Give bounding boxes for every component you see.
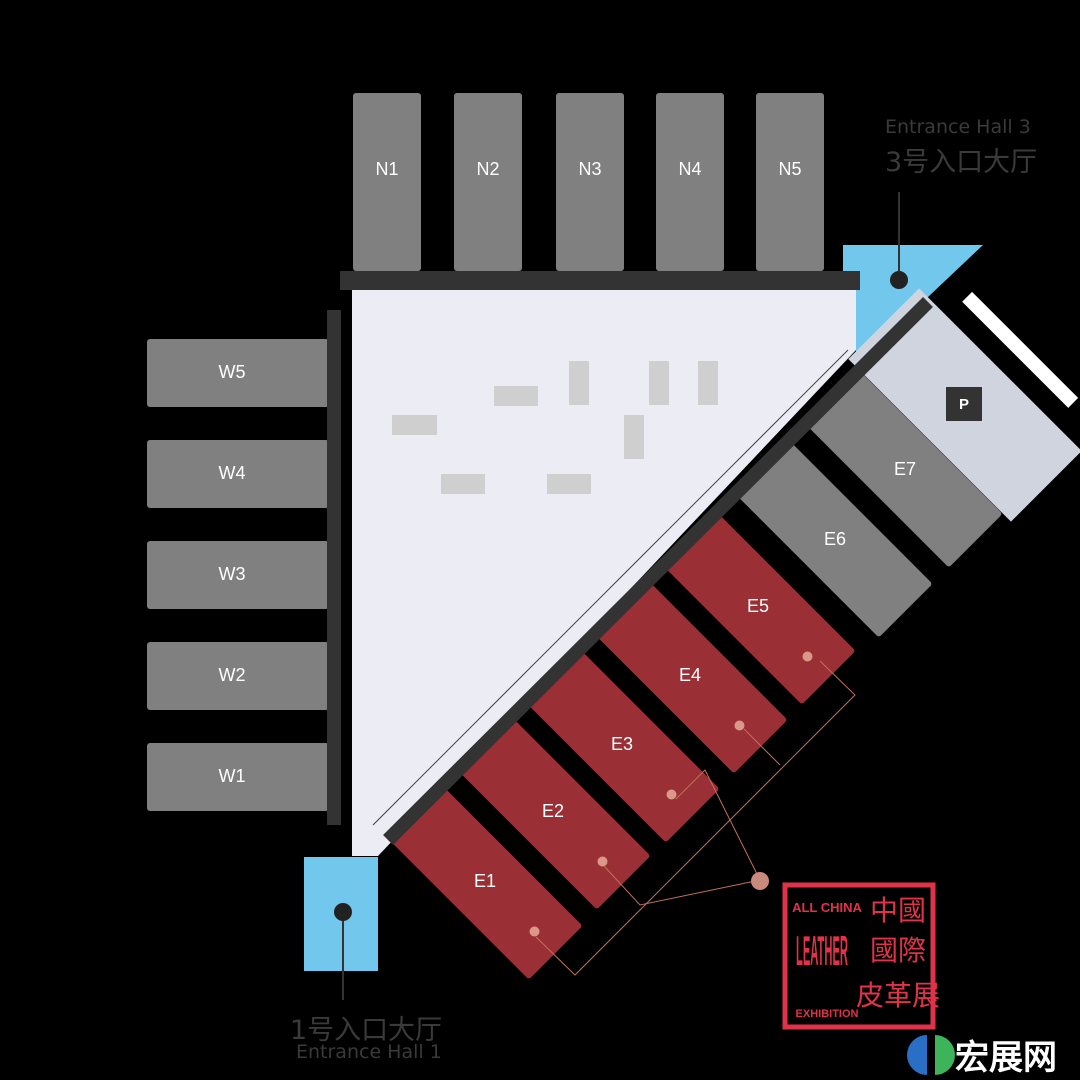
hall-shape: [556, 93, 624, 271]
connector-lines: [535, 660, 856, 976]
entrance-3-marker: [890, 271, 908, 289]
hall-marker: [802, 651, 813, 662]
hall-label: E4: [679, 665, 701, 685]
entrance-3-label-en: Entrance Hall 3: [885, 116, 1031, 138]
hall-label: W1: [219, 766, 246, 786]
hall-n5[interactable]: N5: [756, 93, 824, 271]
hall-label: W4: [219, 463, 246, 483]
hall-label: N5: [778, 159, 801, 179]
hall-shape: [738, 443, 932, 637]
hall-shape: [454, 93, 522, 271]
svg-text:國際: 國際: [870, 934, 926, 967]
hall-label: E6: [824, 529, 846, 549]
hall-label: N2: [476, 159, 499, 179]
hall-e7[interactable]: E7: [807, 372, 1002, 567]
hall-label: W2: [219, 665, 246, 685]
parking-label: P: [959, 396, 969, 413]
hall-label: E3: [611, 734, 633, 754]
site-logo-text: 宏展网: [955, 1038, 1057, 1078]
svg-text:中國: 中國: [870, 894, 926, 927]
hall-n4[interactable]: N4: [656, 93, 724, 271]
svg-text:EXHIBITION: EXHIBITION: [796, 1008, 859, 1020]
hall-e1[interactable]: E1: [387, 784, 582, 979]
hall-w4[interactable]: W4: [147, 440, 329, 508]
hall-e5[interactable]: E5: [660, 509, 855, 704]
svg-text:ALL CHINA: ALL CHINA: [792, 900, 862, 915]
parking-strip: [962, 291, 1079, 408]
svg-text:皮革展: 皮革展: [856, 979, 940, 1012]
site-logo-icon: [907, 1035, 955, 1075]
hall-shape: [656, 93, 724, 271]
connector-hub: [751, 872, 769, 890]
hall-label: E5: [747, 596, 769, 616]
svg-text:LEATHER: LEATHER: [796, 927, 848, 975]
entrance-1-marker: [334, 903, 352, 921]
hall-shape: [147, 339, 329, 407]
hall-w2[interactable]: W2: [147, 642, 329, 710]
hall-label: W3: [219, 564, 246, 584]
parking-icon: [946, 387, 982, 421]
hall-n3[interactable]: N3: [556, 93, 624, 271]
concourse-obstacles: [392, 361, 718, 494]
dimension-line: [372, 349, 849, 826]
hall-w1[interactable]: W1: [147, 743, 329, 811]
entrance-3-label-zh: 3号入口大厅: [885, 147, 1038, 178]
hall-w3[interactable]: W3: [147, 541, 329, 609]
hall-label: E2: [542, 801, 564, 821]
hall-marker: [734, 720, 745, 731]
hall-n2[interactable]: N2: [454, 93, 522, 271]
central-concourse: [352, 290, 856, 856]
hall-marker: [597, 856, 608, 867]
hall-shape: [756, 93, 824, 271]
hall-label: E1: [474, 871, 496, 891]
hall-label: N1: [375, 159, 398, 179]
entrance-1-label-en: Entrance Hall 1: [296, 1041, 442, 1063]
hall-shape: [147, 541, 329, 609]
west-wall: [327, 310, 341, 825]
hall-label: N4: [678, 159, 701, 179]
hall-e3[interactable]: E3: [524, 647, 719, 842]
hall-shape: [147, 440, 329, 508]
hall-shape: [808, 373, 1002, 567]
hall-label: W5: [219, 362, 246, 382]
hall-label: N3: [578, 159, 601, 179]
hall-shape: [147, 642, 329, 710]
hall-e4[interactable]: E4: [592, 578, 787, 773]
hall-e6[interactable]: E6: [737, 442, 932, 637]
hall-marker: [666, 789, 677, 800]
hall-e2[interactable]: E2: [455, 714, 650, 909]
diagonal-wall: [383, 297, 933, 845]
north-wall: [340, 271, 860, 290]
hall-shape: [353, 93, 421, 271]
entrance-1-label-zh: 1号入口大厅: [290, 1015, 443, 1046]
hall-marker: [529, 926, 540, 937]
hall-shape: [147, 743, 329, 811]
exhibition-seal-logo: ALL CHINA LEATHER EXHIBITION 中國 國際 皮革展: [782, 882, 940, 1030]
hall-n1[interactable]: N1: [353, 93, 421, 271]
hall-w5[interactable]: W5: [147, 339, 329, 407]
hall-label: E7: [894, 459, 916, 479]
